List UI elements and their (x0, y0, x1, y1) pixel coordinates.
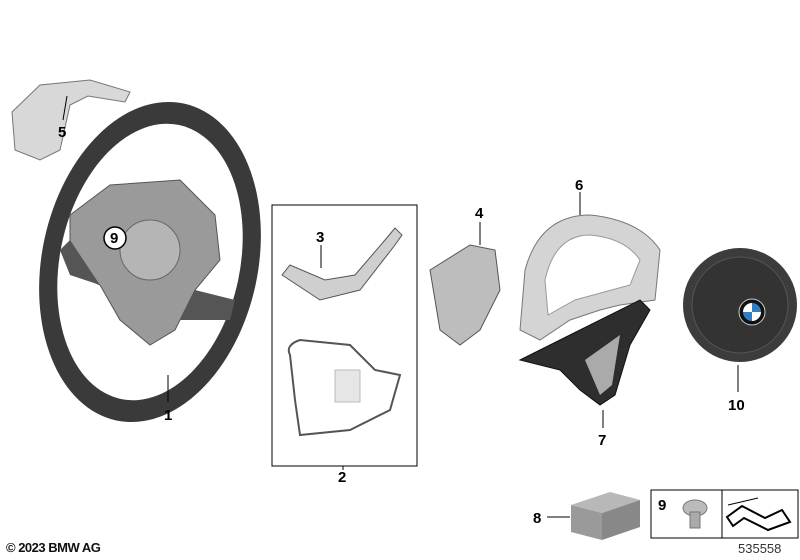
callout-3[interactable]: 3 (316, 229, 324, 246)
part-2-wiring-harness[interactable] (287, 338, 402, 437)
copyright: © 2023 BMW AG (6, 540, 101, 555)
callout-2[interactable]: 2 (338, 469, 346, 486)
callout-7[interactable]: 7 (598, 432, 606, 449)
callout-9-screw[interactable]: 9 (658, 497, 666, 514)
part-8-repair-kit[interactable] (571, 492, 640, 540)
callout-5[interactable]: 5 (58, 124, 66, 141)
part-6-trim-frame[interactable] (519, 214, 661, 341)
callout-9[interactable]: 9 (110, 230, 118, 247)
image-number: 535558 (738, 541, 781, 556)
arrow-icon (725, 497, 792, 532)
part-9-screw[interactable] (682, 499, 708, 529)
part-3-bracket[interactable] (281, 227, 403, 301)
part-7-lower-trim[interactable] (518, 299, 651, 406)
screw-box (650, 489, 799, 539)
part-4-cover-plate[interactable] (429, 244, 501, 346)
bmw-logo (738, 298, 766, 326)
part-10-airbag[interactable] (683, 248, 797, 362)
callout-10[interactable]: 10 (728, 397, 745, 414)
callout-1[interactable]: 1 (164, 407, 172, 424)
callout-9-circle (103, 226, 127, 250)
part-1-steering-wheel[interactable] (11, 81, 290, 443)
callout-4[interactable]: 4 (475, 205, 484, 222)
part-5-trim-cover[interactable] (11, 79, 131, 161)
leader-line (62, 95, 68, 121)
group-box (271, 204, 418, 467)
callout-8[interactable]: 8 (533, 510, 541, 527)
callout-6[interactable]: 6 (575, 177, 583, 194)
